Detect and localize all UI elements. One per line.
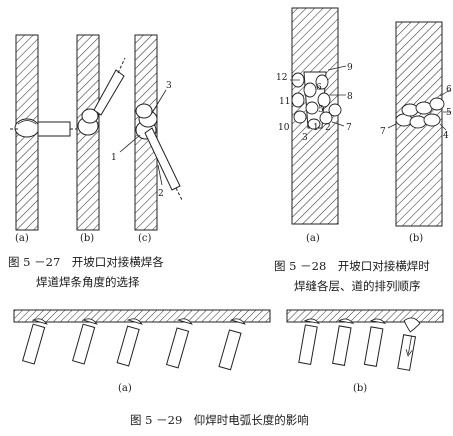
- fig-5-28-b-callout-4: 4: [443, 131, 449, 141]
- fig-5-28-a-callout-8: 8: [347, 92, 353, 102]
- fig-5-27-callout-1: 1: [111, 153, 117, 163]
- fig-5-29: (a): [13, 309, 444, 427]
- fig-5-27-c: [119, 34, 183, 231]
- fig-5-27-sublabel-a: (a): [15, 233, 29, 244]
- fig-5-29-a: (a): [13, 309, 271, 394]
- fig-5-29-a-electrodes: [22, 318, 246, 371]
- fig-5-28-a-callout-7: 7: [346, 123, 352, 133]
- fig-5-27-a: [10, 34, 82, 231]
- fig-5-28-caption-line1: 图 5 －28 开坡口对接横焊时: [274, 259, 430, 273]
- fig-5-29-sublabel-b: (b): [353, 383, 367, 394]
- fig-5-28-a-callout-3: 3: [302, 133, 308, 143]
- fig-5-28-a-callout-2: 2: [325, 123, 331, 133]
- fig-5-29-b-electrodes: [298, 317, 421, 371]
- fig-5-28-b-callout-5: 5: [446, 108, 452, 118]
- fig-5-28: 12 9 6 11 8 10 1 2 7 3 5 6 5 7 4 (a) (b): [274, 7, 452, 293]
- fig-5-28-b: [387, 21, 451, 227]
- fig-5-28-a-callout-5: 5: [318, 105, 324, 115]
- fig-5-27-callout-2: 2: [158, 189, 164, 199]
- fig-5-29-sublabel-a: (a): [118, 383, 132, 394]
- fig-5-29-caption: 图 5 －29 仰焊时电弧长度的影响: [130, 413, 309, 427]
- fig-5-29-b: (b): [286, 309, 444, 394]
- fig-5-28-a-callout-12: 12: [276, 73, 287, 83]
- fig-5-28-a-callout-6: 6: [316, 83, 322, 93]
- fig-5-28-a-callout-1: 1: [313, 123, 319, 133]
- fig-5-28-caption-line2: 焊缝各层、道的排列顺序: [294, 279, 421, 293]
- fig-5-28-b-callout-7: 7: [380, 127, 386, 137]
- fig-5-27-callout-3: 3: [166, 81, 172, 91]
- fig-5-28-b-callout-6: 6: [446, 85, 452, 95]
- fig-5-27-b: [76, 34, 126, 231]
- fig-5-28-a-callout-10: 10: [278, 123, 290, 133]
- fig-5-28-sublabel-a: (a): [306, 233, 320, 244]
- fig-5-27: 1 2 3 (a) (b) (c) 图 5 －27 开坡口对接横焊各 焊道焊条角…: [8, 34, 183, 289]
- fig-5-28-a: [290, 7, 347, 225]
- fig-5-28-sublabel-b: (b): [409, 233, 423, 244]
- fig-5-27-sublabel-b: (b): [80, 233, 94, 244]
- fig-5-28-a-callout-11: 11: [279, 97, 290, 107]
- fig-5-28-a-callout-9: 9: [347, 63, 353, 73]
- fig-5-27-sublabel-c: (c): [138, 233, 152, 244]
- fig-5-27-caption-line1: 图 5 －27 开坡口对接横焊各: [8, 255, 164, 269]
- fig-5-27-caption-line2: 焊道焊条角度的选择: [36, 275, 140, 289]
